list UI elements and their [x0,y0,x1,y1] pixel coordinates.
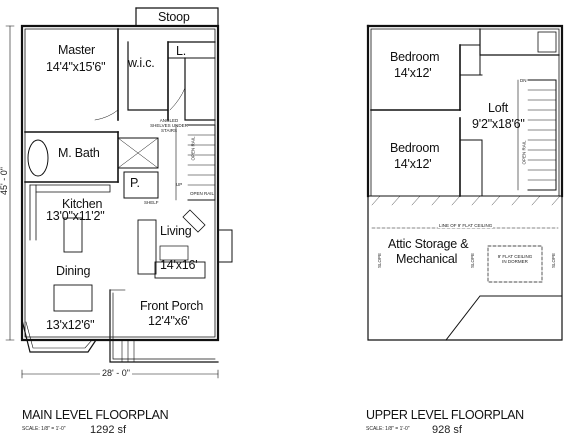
bedroom-1-label: Bedroom [390,50,440,64]
flat-ceiling-note: LINE OF 9' FLAT CEILING [438,223,494,228]
living-label: Living [160,224,192,238]
upper-level-area: 928 sf [432,424,462,436]
pantry-label: P. [130,176,140,190]
slope-note-3: SLOPE [551,252,557,269]
slope-note-1: SLOPE [377,252,383,269]
down-note: DN [520,78,527,83]
main-depth-dimension: 45' - 0" [0,165,9,197]
mbath-label: M. Bath [58,146,100,160]
main-level-area: 1292 sf [90,424,127,436]
upper-open-rail-note: OPEN RAIL [521,140,527,165]
stoop-label: Stoop [158,10,190,24]
attic-label-line-2: Mechanical [396,252,458,266]
attic-label-line-1: Attic Storage & [388,237,469,251]
bedroom-2-size: 14'x12' [394,157,432,171]
front-porch-label: Front Porch [140,299,204,313]
master-size: 14'4"x15'6" [46,60,106,74]
living-size: 14'x16' [160,258,198,272]
main-level-walls [20,7,233,363]
laundry-label: L. [176,44,187,58]
kitchen-label: Kitchen [62,197,103,211]
slope-note-2: SLOPE [470,252,476,269]
front-porch-size: 12'4"x6' [148,314,190,328]
upper-level-title: UPPER LEVEL FLOORPLAN [366,408,524,422]
main-width-dimension: 28' - 0" [100,368,132,378]
dining-label: Dining [56,264,91,278]
shelf-note: SHELF [144,200,159,205]
loft-label: Loft [488,101,509,115]
dining-size: 13'x12'6" [46,318,95,332]
upper-level-walls [366,24,564,341]
master-label: Master [58,43,96,57]
main-level-title: MAIN LEVEL FLOORPLAN [22,408,169,422]
open-rail-note-2: OPEN RAIL [190,191,215,196]
kitchen-size: 13'0"x11'2" [46,209,105,223]
open-rail-note-1: OPEN RAIL [190,136,196,161]
shelves-note: ANGLED SHELVES UNDER STAIRS [150,118,188,133]
loft-size: 9'2"x18'6" [472,117,525,131]
up-note: UP [176,182,183,187]
upper-level-scale: SCALE: 1/8" = 1'-0" [366,426,410,432]
bedroom-1-size: 14'x12' [394,66,432,80]
wic-label: w.i.c. [128,56,155,70]
main-level-scale: SCALE: 1/8" = 1'-0" [22,426,66,432]
dormer-ceiling-note: 9' FLAT CEILING IN DORMER [497,254,533,264]
bedroom-2-label: Bedroom [390,141,440,155]
